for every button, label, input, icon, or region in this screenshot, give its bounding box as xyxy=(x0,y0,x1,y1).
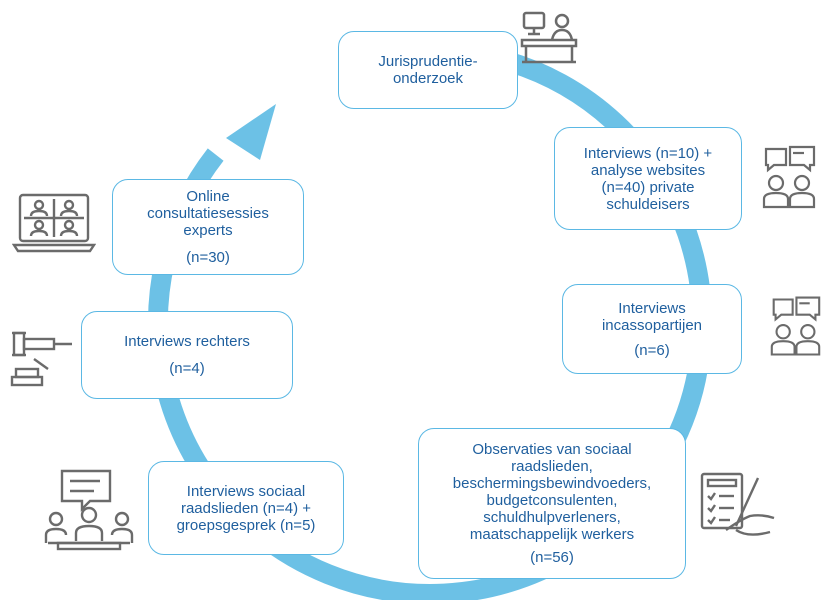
step-observaties: Observaties van sociaal raadslieden, bes… xyxy=(418,428,686,579)
step-online-consultatie: Online consultatiesessies experts (n=30) xyxy=(112,179,304,275)
video-conference-icon xyxy=(12,193,96,257)
step-line: onderzoek xyxy=(392,70,464,87)
step-line: beschermingsbewindvoeders, xyxy=(452,475,652,492)
step-count: (n=30) xyxy=(186,249,230,266)
step-line: Jurisprudentie- xyxy=(378,53,478,70)
step-count: (n=56) xyxy=(530,549,574,566)
step-line: consultatiesessies xyxy=(147,205,269,222)
step-line: Online xyxy=(186,188,230,205)
step-line: maatschappelijk werkers xyxy=(469,526,635,543)
step-line: Observaties van sociaal xyxy=(472,441,632,458)
observation-checklist-icon xyxy=(696,468,776,546)
interview-chat-icon xyxy=(768,293,823,361)
step-line: Interviews xyxy=(618,299,686,317)
step-line: incassopartijen xyxy=(601,316,703,334)
judge-gavel-icon xyxy=(10,329,74,389)
step-line: Interviews (n=10) + xyxy=(583,144,713,162)
step-line: schuldeisers xyxy=(606,195,690,213)
step-line: (n=40) private xyxy=(601,178,695,196)
step-line: groepsgesprek (n=5) xyxy=(176,516,316,534)
step-line: experts xyxy=(183,222,233,239)
desk-researcher-icon xyxy=(520,10,578,64)
step-rechters: Interviews rechters (n=4) xyxy=(81,311,293,399)
step-sociaal-raadslieden: Interviews sociaal raadslieden (n=4) + g… xyxy=(148,461,344,555)
step-count: (n=6) xyxy=(634,341,670,359)
step-line: raadslieden (n=4) + xyxy=(180,499,312,517)
cycle-arrowhead xyxy=(226,104,276,160)
step-count: (n=4) xyxy=(169,360,205,377)
interview-chat-icon xyxy=(760,143,818,213)
step-private-schuldeisers: Interviews (n=10) + analyse websites (n=… xyxy=(554,127,742,230)
step-line: Interviews sociaal xyxy=(186,482,306,500)
step-line: schuldhulpverleners, xyxy=(483,509,621,526)
step-line: Interviews rechters xyxy=(124,333,250,350)
step-line: budgetconsulenten, xyxy=(486,492,618,509)
step-jurisprudentie: Jurisprudentie- onderzoek xyxy=(338,31,518,109)
step-line: raadslieden, xyxy=(511,458,593,475)
group-meeting-icon xyxy=(44,467,134,551)
step-incassopartijen: Interviews incassopartijen (n=6) xyxy=(562,284,742,374)
step-line: analyse websites xyxy=(590,161,706,179)
